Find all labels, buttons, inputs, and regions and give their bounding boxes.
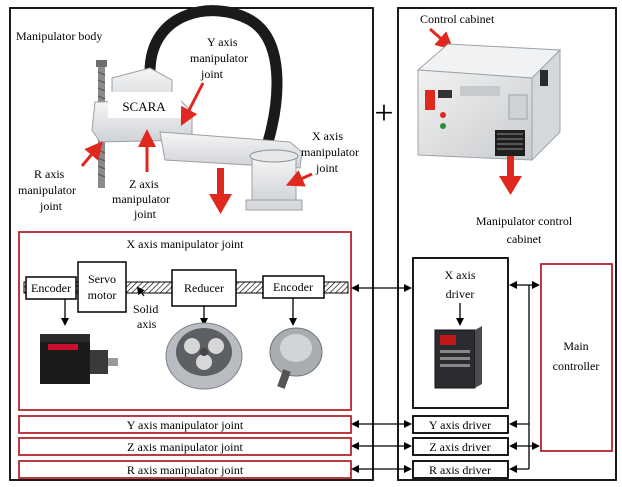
servo-motor-block: Servo motor <box>77 261 127 313</box>
servo-motor-photo <box>40 334 118 384</box>
svg-text:controller: controller <box>553 359 600 373</box>
manipulator-control-cabinet-label-1: Manipulator control <box>476 214 573 228</box>
svg-text:driver: driver <box>446 287 475 301</box>
svg-text:Encoder: Encoder <box>31 281 71 295</box>
x-axis-driver-box: X axis driver <box>412 257 509 409</box>
svg-text:R axis: R axis <box>34 167 65 181</box>
control-cabinet-arrow <box>429 27 454 50</box>
x-axis-joint-box-title: X axis manipulator joint <box>127 237 245 251</box>
encoder-block-right: Encoder <box>262 275 325 299</box>
scara-robot-illustration: SCARA <box>91 5 303 211</box>
r-axis-driver-box: R axis driver <box>412 460 509 479</box>
z-axis-joint-callout: Z axis manipulator joint <box>112 129 170 221</box>
y-axis-joint-callout: Y axis manipulator joint <box>180 35 248 127</box>
svg-text:Encoder: Encoder <box>273 280 313 294</box>
svg-text:joint: joint <box>315 161 339 175</box>
main-controller-box: Main controller <box>540 263 613 452</box>
svg-text:axis: axis <box>137 317 157 331</box>
svg-text:Reducer: Reducer <box>184 281 224 295</box>
solid-axis-label: Solid axis <box>133 286 158 331</box>
control-cabinet-frame <box>397 7 617 481</box>
svg-text:Z axis manipulator joint: Z axis manipulator joint <box>127 440 243 454</box>
manipulator-control-cabinet-label-2: cabinet <box>507 232 542 246</box>
z-axis-driver-box: Z axis driver <box>412 437 509 456</box>
r-axis-joint-bar: R axis manipulator joint <box>18 460 352 479</box>
reducer-block: Reducer <box>171 269 237 307</box>
svg-text:joint: joint <box>200 67 224 81</box>
joint-driver-connectors <box>351 284 412 473</box>
svg-text:R axis driver: R axis driver <box>429 463 491 477</box>
reducer-photo <box>165 322 243 390</box>
svg-text:joint: joint <box>133 207 157 221</box>
svg-text:Servo: Servo <box>88 272 116 286</box>
encoder-block-left: Encoder <box>25 276 77 300</box>
r-axis-joint-callout: R axis manipulator joint <box>18 141 103 213</box>
svg-text:Z axis driver: Z axis driver <box>429 440 490 454</box>
svg-text:motor: motor <box>88 288 117 302</box>
svg-text:X axis: X axis <box>312 129 343 143</box>
x-axis-joint-callout: X axis manipulator joint <box>285 129 359 187</box>
plus-sign: + <box>374 95 393 132</box>
driver-controller-connectors <box>509 281 540 473</box>
svg-text:Y axis driver: Y axis driver <box>429 418 491 432</box>
svg-text:manipulator: manipulator <box>301 145 359 159</box>
svg-text:manipulator: manipulator <box>190 51 248 65</box>
encoder-photo <box>269 327 323 389</box>
y-axis-joint-bar: Y axis manipulator joint <box>18 415 352 434</box>
x-axis-joint-box <box>18 231 352 411</box>
control-cabinet-illustration <box>416 43 562 162</box>
svg-text:Y axis manipulator joint: Y axis manipulator joint <box>127 418 244 432</box>
svg-text:joint: joint <box>39 199 63 213</box>
svg-text:X axis: X axis <box>445 268 476 282</box>
manipulator-body-title: Manipulator body <box>16 29 102 43</box>
cabinet-down-arrow <box>499 156 522 195</box>
svg-text:Solid: Solid <box>133 302 158 316</box>
svg-text:Main: Main <box>563 339 588 353</box>
svg-text:R axis manipulator joint: R axis manipulator joint <box>127 463 244 477</box>
z-axis-joint-bar: Z axis manipulator joint <box>18 437 352 456</box>
control-cabinet-title: Control cabinet <box>420 12 495 26</box>
y-axis-driver-box: Y axis driver <box>412 415 509 434</box>
svg-text:Y axis: Y axis <box>207 35 238 49</box>
svg-text:manipulator: manipulator <box>18 183 76 197</box>
scara-label: SCARA <box>122 99 166 114</box>
svg-text:Z axis: Z axis <box>129 177 159 191</box>
expand-joint-arrow <box>209 168 232 214</box>
x-axis-driver-photo <box>434 326 482 389</box>
svg-text:manipulator: manipulator <box>112 192 170 206</box>
